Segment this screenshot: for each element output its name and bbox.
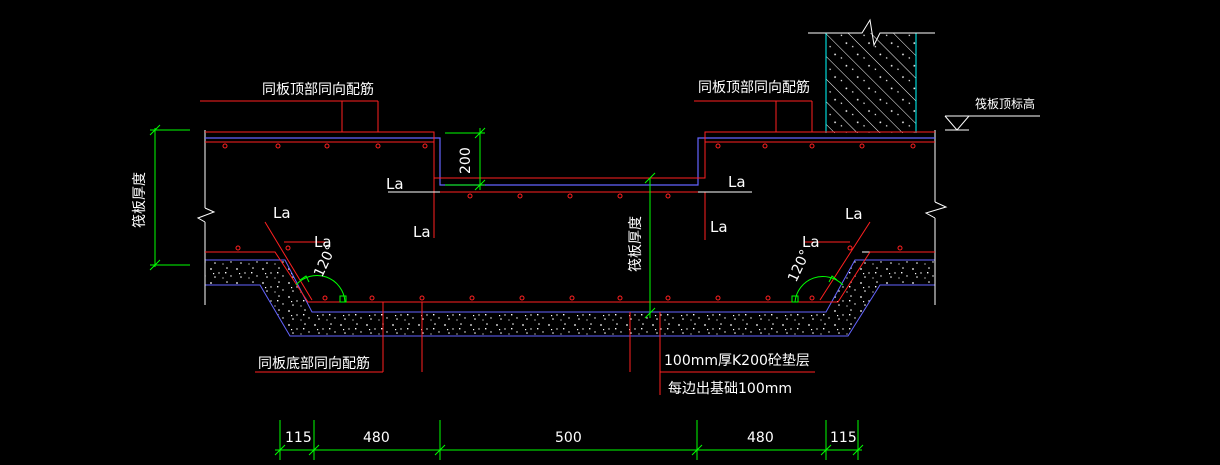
label-slab-thickness-mid: 筏板厚度 [627, 216, 644, 272]
label-anchor: La [710, 218, 728, 236]
dimension-label: 115 [830, 430, 857, 446]
dimension-label: 480 [363, 430, 390, 446]
label-anchor: La [728, 173, 746, 191]
dimension-label: 115 [285, 430, 312, 446]
label-step-height: 200 [458, 147, 474, 174]
label-slab-top-elevation: 筏板顶标高 [975, 96, 1035, 111]
label-cushion-line2: 每边出基础100mm [668, 380, 792, 397]
label-anchor: La [273, 204, 291, 222]
angle-arcs [295, 274, 844, 303]
label-anchor: La [314, 233, 332, 251]
label-cushion-line1: 100mm厚K200砼垫层 [664, 353, 810, 369]
label-angle-right: 120° [785, 247, 814, 284]
label-top-rebar-left: 同板顶部同向配筋 [262, 81, 374, 98]
label-slab-thickness-left: 筏板厚度 [131, 172, 148, 228]
label-top-rebar-right: 同板顶部同向配筋 [698, 79, 810, 96]
label-anchor: La [802, 233, 820, 251]
label-bottom-rebar: 同板底部同向配筋 [258, 355, 370, 372]
dimension-label: 480 [747, 430, 774, 446]
wall [808, 18, 935, 133]
slab-top-surface [205, 137, 935, 186]
label-anchor: La [386, 175, 404, 193]
rebar-dots [222, 143, 916, 301]
dimension-lines [149, 124, 864, 460]
label-anchor: La [413, 223, 431, 241]
dimension-label: 500 [555, 430, 582, 446]
label-anchor: La [845, 205, 863, 223]
rebar-lines [200, 100, 935, 395]
elevation-symbol [944, 115, 1040, 131]
